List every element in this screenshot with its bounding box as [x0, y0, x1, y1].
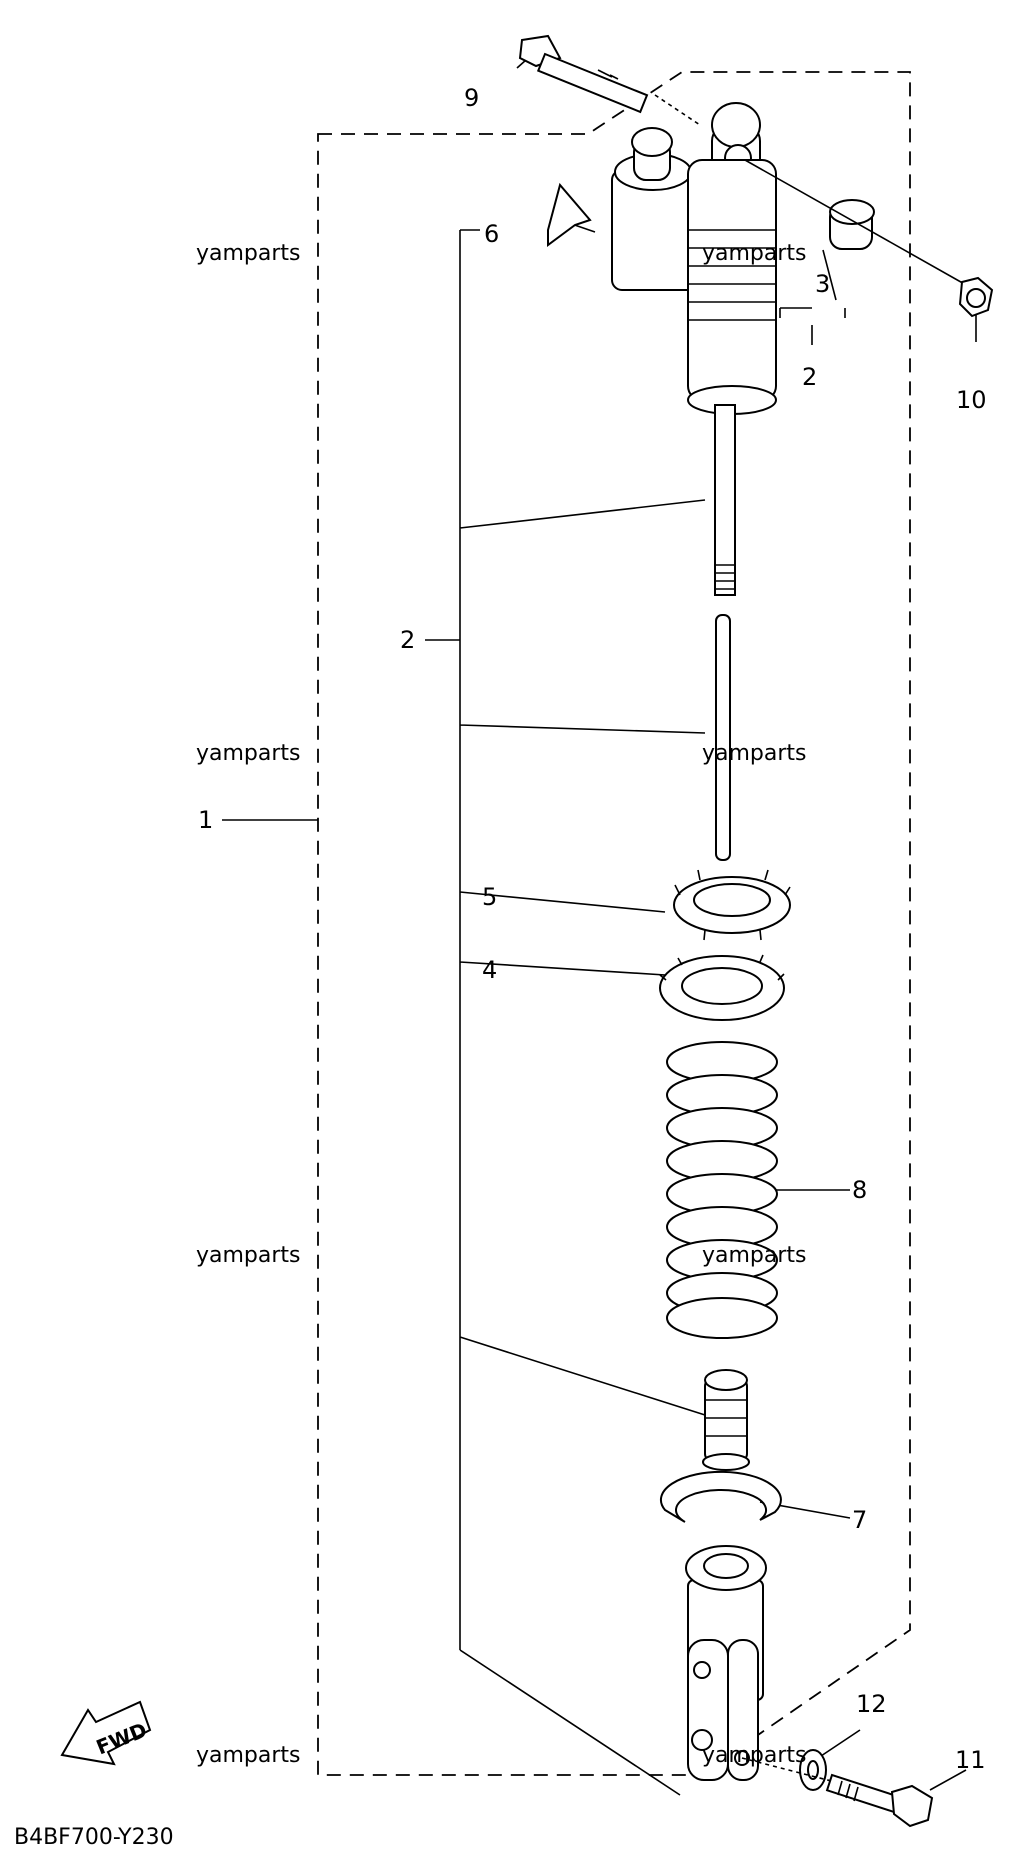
- callout-2: 2: [802, 363, 817, 391]
- spring-8: [666, 1041, 778, 1339]
- watermark: yamparts: [702, 1743, 807, 1768]
- callout-2: 2: [400, 626, 415, 654]
- bolt-11: [825, 1773, 934, 1828]
- callout-11: 11: [955, 1746, 986, 1774]
- label-plate-6: [547, 182, 592, 247]
- collar-3: [829, 199, 875, 250]
- watermark: yamparts: [196, 1243, 301, 1268]
- watermark: yamparts: [196, 241, 301, 266]
- callout-6: 6: [484, 220, 499, 248]
- diagram-code: B4BF700-Y230: [14, 1825, 174, 1850]
- bump-stopper: [702, 1369, 750, 1471]
- watermark: yamparts: [702, 1243, 807, 1268]
- spring-guide-7: [660, 1470, 782, 1523]
- callout-7: 7: [852, 1506, 867, 1534]
- callout-8: 8: [852, 1176, 867, 1204]
- needle-rod: [715, 614, 731, 861]
- fwd-arrow-icon: FWD: [60, 1700, 152, 1766]
- callout-3: 3: [815, 270, 830, 298]
- watermark: yamparts: [702, 741, 807, 766]
- washer-12: [799, 1749, 827, 1791]
- watermark: yamparts: [702, 241, 807, 266]
- callout-1: 1: [198, 806, 213, 834]
- assembly-outline: [317, 71, 911, 1776]
- lock-ring-5: [673, 869, 791, 941]
- nut-10: [958, 276, 994, 318]
- adjuster-ring-4: [659, 954, 785, 1021]
- bolt-9: [518, 34, 701, 126]
- callout-4: 4: [482, 956, 497, 984]
- watermark: yamparts: [196, 741, 301, 766]
- leader-lines: [222, 51, 977, 1796]
- watermark: yamparts: [196, 1743, 301, 1768]
- bracket-2: [425, 229, 706, 1650]
- axis-line: [744, 159, 976, 291]
- callout-9: 9: [464, 84, 479, 112]
- callout-10: 10: [956, 386, 987, 414]
- callout-5: 5: [482, 883, 497, 911]
- shock-absorber-body: [611, 102, 777, 596]
- callout-12: 12: [856, 1690, 887, 1718]
